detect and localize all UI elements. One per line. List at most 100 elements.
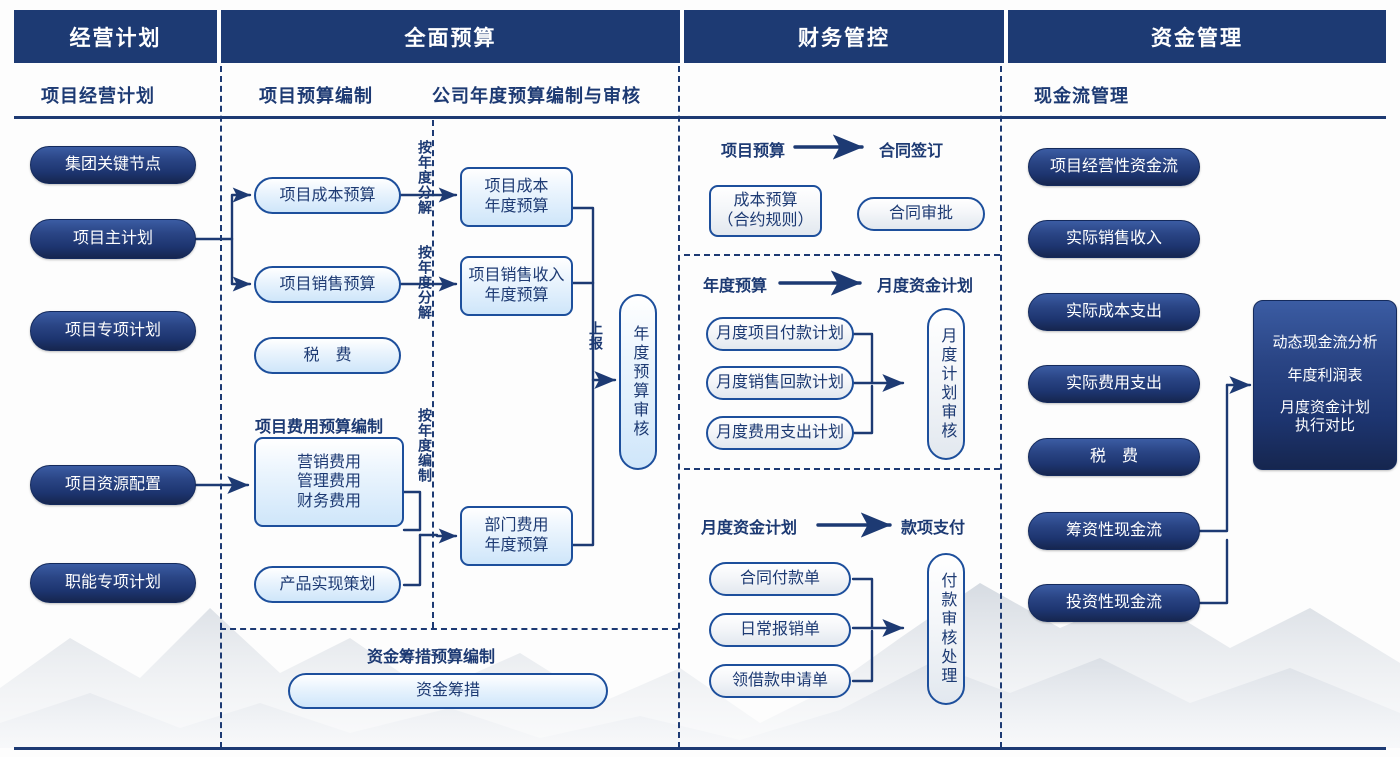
label-annual-split-1: 按年度分解 [417,140,433,215]
node-product-realization-plan[interactable]: 产品实现策划 [254,566,401,603]
expense-line-admin: 管理费用 [296,473,361,491]
label-flow1-to: 合同签订 [879,143,944,160]
node-label: 项目主计划 [72,230,153,248]
expense-line-marketing: 营销费用 [296,453,361,471]
analysis-line-2: 年度利润表 [1287,366,1363,384]
node-cost-budget-contract-rule[interactable]: 成本预算 （合约规则） [709,185,822,237]
node-contract-approval[interactable]: 合同审批 [857,197,985,231]
node-contract-payment-voucher[interactable]: 合同付款单 [709,562,851,596]
divider-finance-block2 [684,468,1000,470]
node-annual-budget-review[interactable]: 年度预算审核 [619,294,657,470]
node-label: 实际成本支出 [1065,303,1162,321]
label-flow3-from: 月度资金计划 [701,520,798,537]
node-functional-special-plan[interactable]: 职能专项计划 [30,563,196,603]
node-label-line1: 部门费用 [484,517,549,535]
node-monthly-expense-payment-plan[interactable]: 月度费用支出计划 [706,416,854,450]
header-divider-1 [217,10,221,63]
header-col-full-budget[interactable]: 全面预算 [221,10,680,63]
label-flow3-to: 款项支付 [901,520,966,537]
node-expense-group[interactable]: 营销费用 管理费用 财务费用 [254,437,404,527]
header-col-cash-management[interactable]: 资金管理 [1008,10,1386,63]
node-label: 集团关键节点 [64,156,161,174]
divider-col4-col5 [1000,66,1002,748]
subtitle-project-budget-prep: 项目预算编制 [259,86,373,106]
node-label: 领借款申请单 [731,672,828,690]
expense-line-financial: 财务费用 [296,492,361,510]
node-label: 月度项目付款计划 [715,325,844,343]
node-project-operating-cashflow[interactable]: 项目经营性资金流 [1028,148,1200,186]
node-label-line1: 成本预算 [733,192,798,210]
header-divider-3 [1004,10,1008,63]
analysis-line-3: 月度资金计划 [1279,399,1370,416]
node-label-line1: 项目销售收入 [468,267,565,285]
node-financing-cashflow[interactable]: 筹资性现金流 [1028,512,1200,550]
node-label: 税 费 [303,346,352,364]
subtitle-project-operating-plan: 项目经营计划 [41,86,155,106]
node-label: 实际费用支出 [1065,375,1162,393]
bottom-rule [14,747,1386,750]
node-label: 月度销售回款计划 [715,374,844,392]
node-project-master-plan[interactable]: 项目主计划 [30,219,196,259]
label-flow2-from: 年度预算 [703,278,768,295]
node-project-sales-annual-budget[interactable]: 项目销售收入 年度预算 [460,256,573,316]
node-monthly-plan-review[interactable]: 月度计划审核 [927,308,965,460]
node-label: 项目经营性资金流 [1049,158,1178,176]
node-label: 日常报销单 [739,621,820,639]
node-label: 年度预算审核 [630,325,648,439]
node-label: 项目资源配置 [64,476,161,494]
subtitle-underline [14,116,1386,119]
node-label: 付款审核处理 [938,572,956,686]
node-investing-cashflow[interactable]: 投资性现金流 [1028,584,1200,622]
node-label: 资金筹措 [415,682,480,700]
node-label: 合同审批 [888,205,953,223]
node-dept-expense-annual-budget[interactable]: 部门费用 年度预算 [460,506,573,566]
node-funding-raise[interactable]: 资金筹措 [288,673,608,709]
node-payment-review-process[interactable]: 付款审核处理 [927,553,965,705]
node-actual-cost-expenditure[interactable]: 实际成本支出 [1028,293,1200,331]
header-col-finance-control[interactable]: 财务管控 [684,10,1004,63]
node-project-cost-annual-budget[interactable]: 项目成本 年度预算 [460,167,573,227]
label-annual-prep: 按年度编制 [417,408,433,483]
node-project-sales-budget[interactable]: 项目销售预算 [254,266,401,303]
node-label-line1: 项目成本 [484,178,549,196]
node-label-line2: 年度预算 [484,198,549,215]
node-project-cost-budget[interactable]: 项目成本预算 [254,177,401,214]
header-band: 经营计划 全面预算 财务管控 资金管理 [14,10,1386,63]
node-label: 税 费 [1089,448,1138,466]
label-flow1-from: 项目预算 [721,143,786,160]
subtitle-cashflow-management: 现金流管理 [1034,86,1129,106]
node-monthly-sales-collection-plan[interactable]: 月度销售回款计划 [706,366,854,400]
node-label-line2: （合约规则） [717,212,814,229]
divider-col3-col4 [678,66,680,748]
subtitle-company-annual-budget: 公司年度预算编制与审核 [432,86,641,106]
node-label-line2: 年度预算 [484,537,549,554]
node-actual-expense-expenditure[interactable]: 实际费用支出 [1028,365,1200,403]
node-loan-application-voucher[interactable]: 领借款申请单 [709,664,851,698]
node-label: 月度费用支出计划 [715,424,844,442]
node-actual-sales-revenue[interactable]: 实际销售收入 [1028,220,1200,258]
node-label: 项目成本预算 [279,186,376,204]
node-label: 项目销售预算 [279,275,376,293]
node-project-resource-alloc[interactable]: 项目资源配置 [30,465,196,505]
label-submit-upward: 上报 [588,321,604,351]
node-daily-reimbursement-voucher[interactable]: 日常报销单 [709,613,851,647]
node-tax-fee-cash[interactable]: 税 费 [1028,438,1200,476]
node-label: 职能专项计划 [64,574,161,592]
node-label-line2: 年度预算 [484,287,549,304]
header-divider-2 [680,10,684,63]
label-annual-split-2: 按年度分解 [417,245,433,320]
node-tax-fee[interactable]: 税 费 [254,337,401,374]
node-monthly-project-payment-plan[interactable]: 月度项目付款计划 [706,317,854,351]
node-dynamic-cashflow-analysis[interactable]: 动态现金流分析 年度利润表 月度资金计划 执行对比 [1253,300,1397,470]
node-label: 产品实现策划 [279,575,376,593]
node-label: 实际销售收入 [1065,230,1162,248]
label-funding-budget-prep: 资金筹措预算编制 [367,649,496,666]
label-expense-budget-prep: 项目费用预算编制 [255,419,384,436]
divider-funding-section [220,628,678,630]
analysis-line-1: 动态现金流分析 [1272,334,1378,352]
header-col-operating-plan[interactable]: 经营计划 [14,10,217,63]
divider-col1-col2 [220,66,222,748]
node-group-key-milestone[interactable]: 集团关键节点 [30,146,196,184]
divider-col2-col3 [432,120,434,628]
node-project-special-plan[interactable]: 项目专项计划 [30,311,196,351]
